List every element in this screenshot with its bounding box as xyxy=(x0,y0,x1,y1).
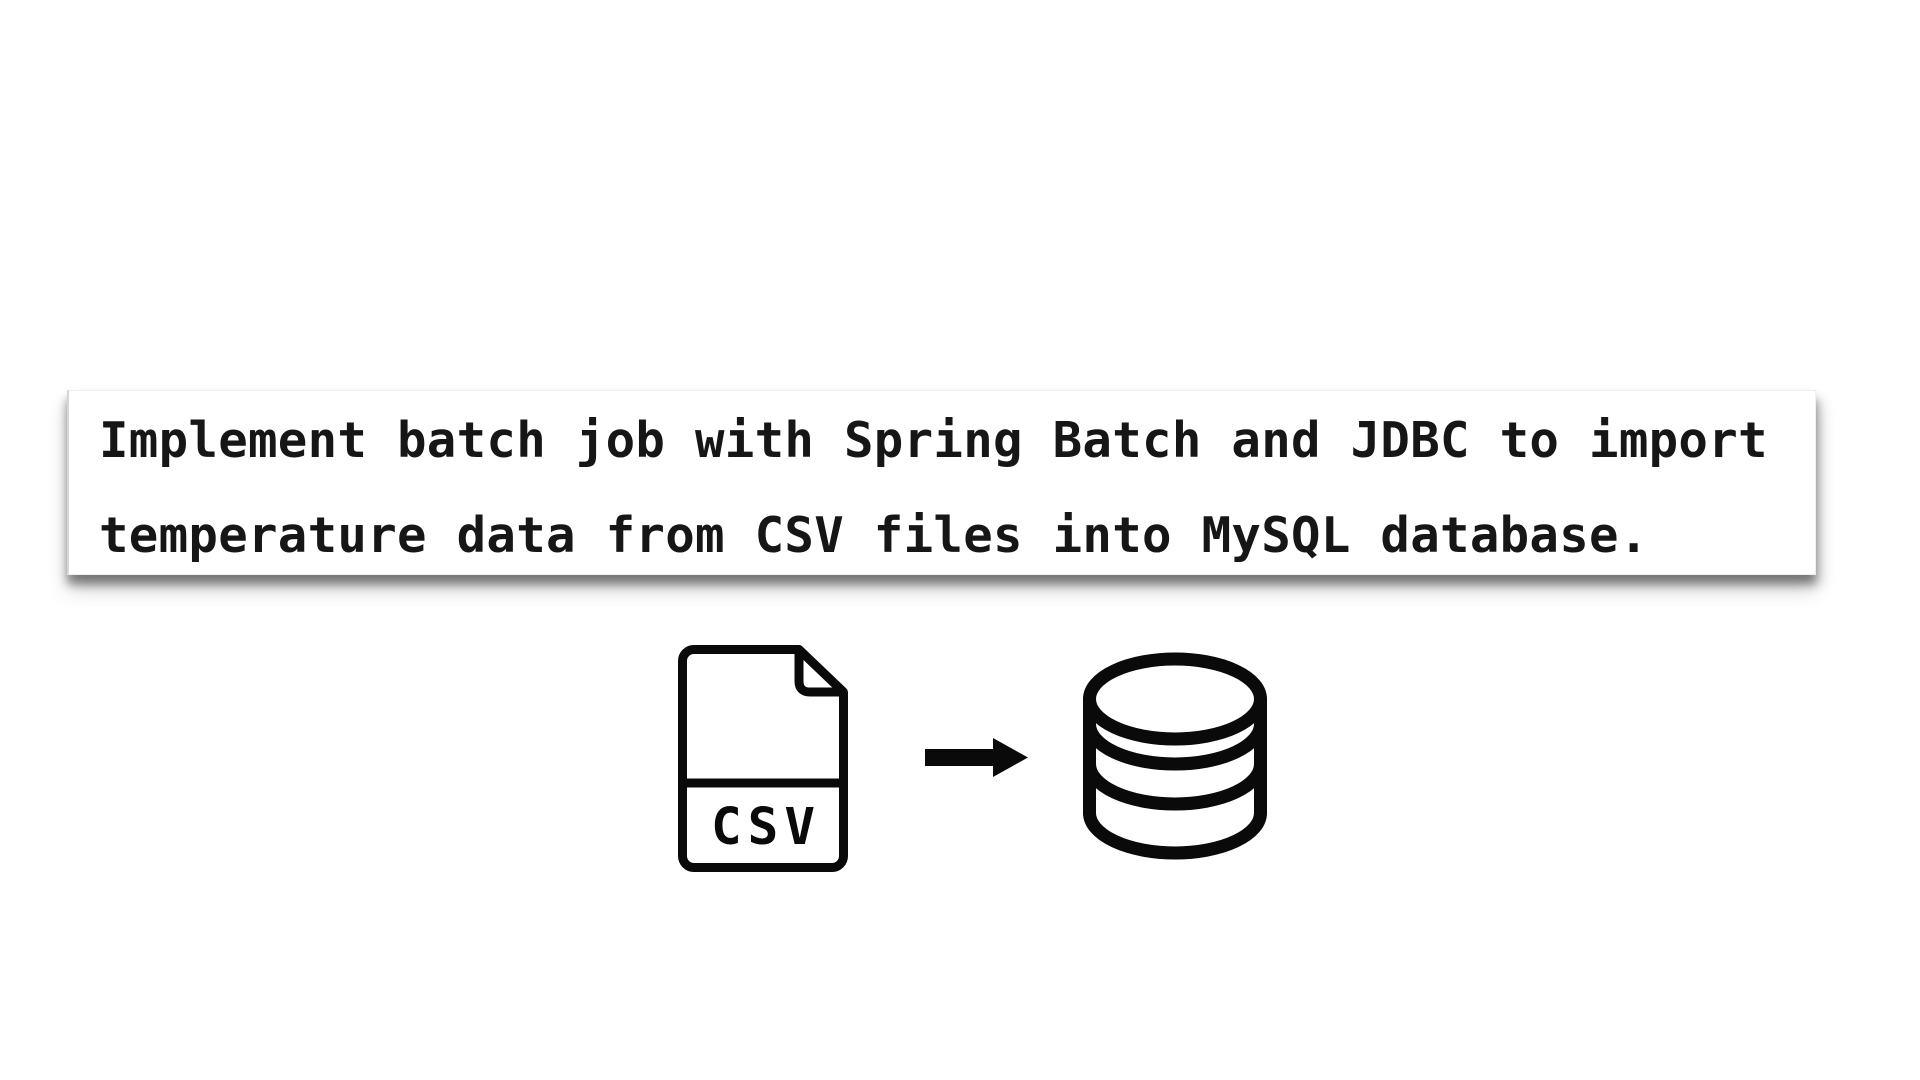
task-text-line-2: temperature data from CSV files into MyS… xyxy=(99,506,1649,564)
arrow-right-icon xyxy=(925,738,1028,777)
csv-file-icon: CSV xyxy=(678,645,848,872)
task-banner: Implement batch job with Spring Batch an… xyxy=(67,390,1816,575)
csv-icon-label: CSV xyxy=(711,798,821,857)
database-icon xyxy=(1083,652,1267,860)
task-text-line-1: Implement batch job with Spring Batch an… xyxy=(99,411,1768,469)
